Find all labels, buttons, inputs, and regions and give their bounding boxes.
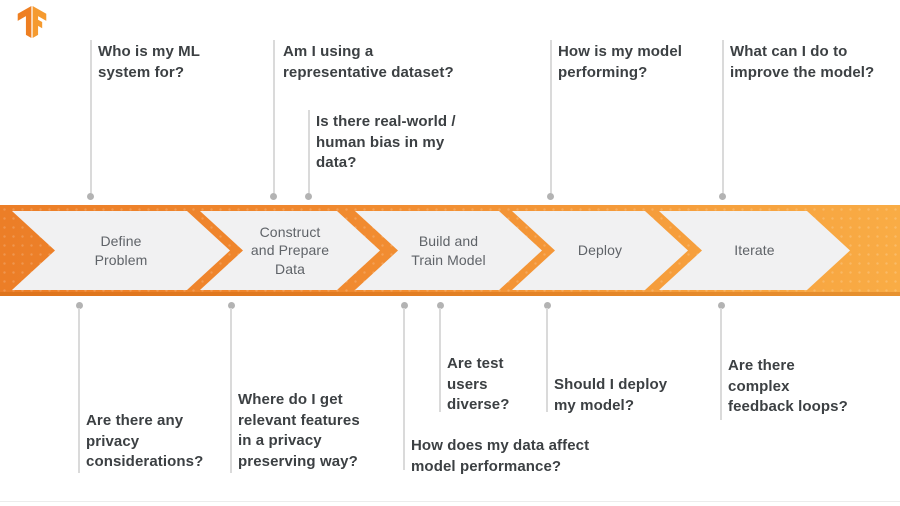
connector-line: [230, 308, 232, 473]
connector-dot: [305, 193, 312, 200]
connector-line: [720, 308, 722, 420]
step-label: Deploy: [577, 242, 623, 259]
connector-dot: [87, 193, 94, 200]
connector-dot: [547, 193, 554, 200]
connector-line: [439, 308, 441, 412]
connector-dot: [270, 193, 277, 200]
connector-line: [403, 308, 405, 470]
connector-line: [273, 40, 275, 193]
connector-dot: [719, 193, 726, 200]
question-representative-dataset: Am I using a representative dataset?: [283, 43, 454, 81]
question-data-affect-performance: How does my data affect model performanc…: [411, 437, 590, 475]
connector-dot: [401, 302, 408, 309]
page-bottom-edge: [0, 501, 900, 502]
question-privacy-preserving-features: Where do I get relevant features in a pr…: [238, 391, 360, 470]
question-improve-model: What can I do to improve the model?: [730, 43, 875, 81]
question-real-world-bias: Is there real-world / human bias in my d…: [316, 113, 456, 171]
step-label: Build and Train Model: [411, 233, 486, 268]
process-banner: Define Problem Construct and Prepare Dat…: [0, 205, 900, 296]
step-build-train-model: Build and Train Model: [355, 211, 542, 290]
question-test-users-diverse: Are test users diverse?: [447, 355, 510, 413]
connector-line: [308, 110, 310, 193]
question-should-deploy: Should I deploy my model?: [554, 376, 668, 414]
connector-line: [722, 40, 724, 193]
connector-dot: [76, 302, 83, 309]
connector-line: [546, 308, 548, 412]
connector-dot: [544, 302, 551, 309]
connector-dot: [718, 302, 725, 309]
question-who-is-system-for: Who is my ML system for?: [98, 43, 201, 81]
step-define-problem: Define Problem: [12, 211, 230, 290]
tensorflow-logo-icon: [17, 6, 47, 38]
connector-line: [550, 40, 552, 193]
question-model-performing: How is my model performing?: [558, 43, 683, 81]
connector-line: [78, 308, 80, 473]
step-label: Iterate: [734, 242, 775, 259]
connector-dot: [437, 302, 444, 309]
step-label: Construct and Prepare Data: [250, 223, 330, 277]
question-feedback-loops: Are there complex feedback loops?: [728, 357, 848, 415]
connector-dot: [228, 302, 235, 309]
connector-line: [90, 40, 92, 193]
question-privacy-considerations: Are there any privacy considerations?: [86, 412, 204, 470]
step-label: Define Problem: [94, 233, 148, 268]
